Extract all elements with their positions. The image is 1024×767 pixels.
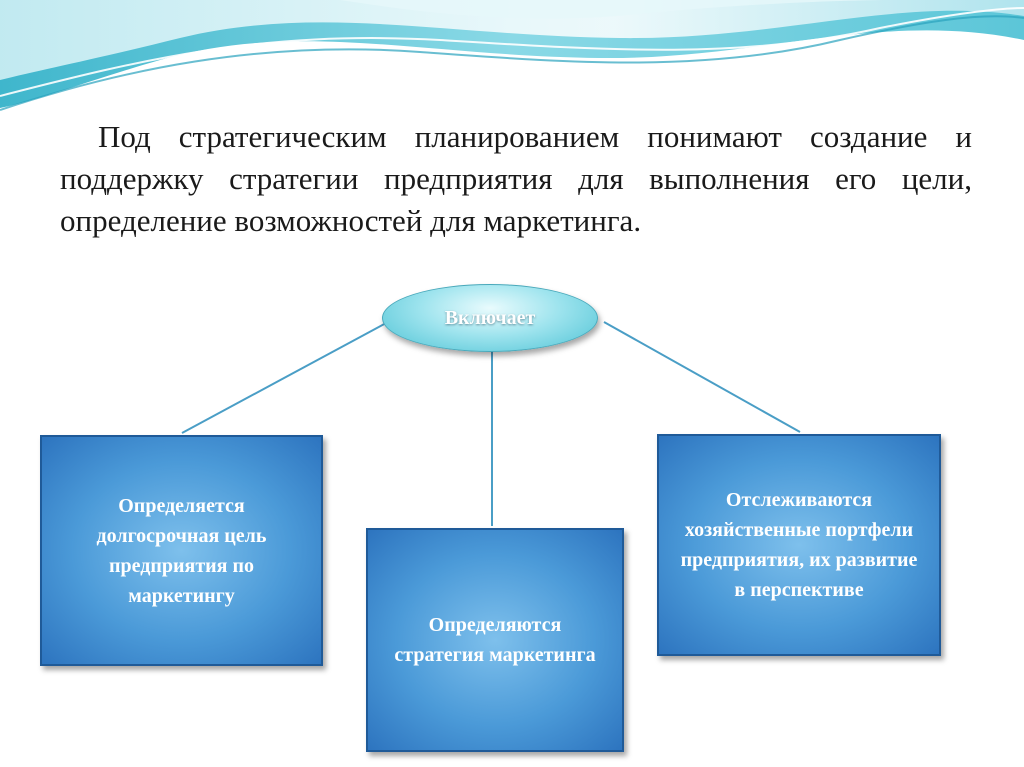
definition-paragraph: Под стратегическим планированием понимаю… <box>60 119 972 238</box>
box-business-portfolios: Отслеживаются хозяйственные портфели пре… <box>657 434 941 656</box>
hub-ellipse-includes: Включает <box>382 284 598 352</box>
connector-left <box>181 321 389 434</box>
header-wave-decoration <box>0 0 1024 111</box>
box-long-term-goal: Определяется долгосрочная цель предприят… <box>40 435 323 666</box>
connector-right <box>603 321 801 433</box>
box-marketing-strategy: Определяются стратегия маркетинга <box>366 528 624 752</box>
